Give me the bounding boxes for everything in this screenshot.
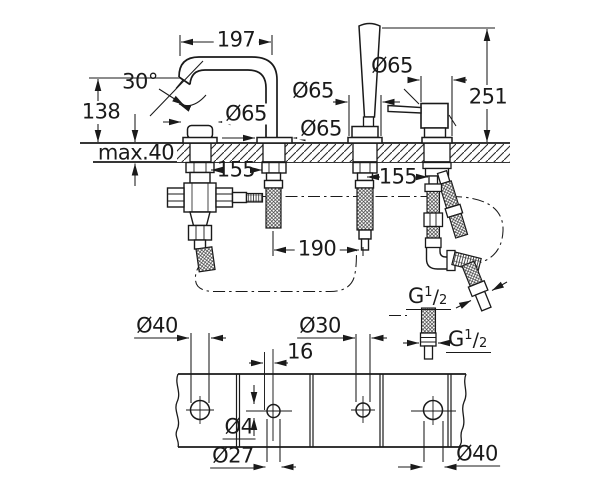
- dim-hole-b: Ø27: [210, 443, 256, 469]
- dim-spout-angle: 30°: [122, 69, 158, 94]
- dim-shower-escutcheon: Ø65: [292, 78, 334, 103]
- hand-shower: [347, 22, 383, 144]
- dim-hole-c: Ø30: [297, 313, 343, 339]
- dim-pilot-offset: 16: [287, 339, 313, 364]
- spout-supply-hose: [261, 161, 287, 229]
- thread-denominator: 2: [478, 336, 488, 351]
- diverter-valve-assembly: [166, 161, 264, 273]
- dim-spout-height: 138: [81, 99, 121, 124]
- deck-plan-strip: [175, 373, 467, 448]
- plan-dimensions: [176, 333, 457, 471]
- dim-hole-d: Ø40: [454, 441, 500, 467]
- dim-pilot-hole: Ø4: [222, 414, 256, 440]
- spout-escutcheon: [256, 136, 293, 144]
- dim-spout-reach: 197: [213, 29, 259, 51]
- plan-holes: [186, 396, 456, 425]
- spout-outline: [149, 56, 278, 138]
- dim-spout-escutcheon: Ø65: [297, 118, 345, 140]
- dim-deck-thickness: max.40: [97, 140, 175, 165]
- mixer-body: [387, 88, 457, 144]
- spout-angle-annotation: [158, 88, 207, 112]
- dim-spacing-middle: 190: [294, 238, 340, 260]
- thread-slash: /: [472, 329, 479, 351]
- thread-denominator: 2: [438, 293, 448, 308]
- dim-hole-a: Ø40: [134, 313, 180, 339]
- dim-valve-escutcheon: Ø65: [222, 103, 270, 125]
- thread-label-hose: G1/2: [406, 284, 452, 310]
- handshower-hose: [352, 161, 378, 251]
- dim-shower-height: 251: [465, 86, 511, 108]
- dim-spacing-right: 155: [378, 164, 418, 189]
- thread-slash: /: [432, 286, 439, 308]
- mixer-supply-hoses: [419, 161, 492, 360]
- thread-letter: G: [448, 327, 465, 351]
- dim-spacing-left: 155: [216, 157, 256, 182]
- dim-mixer-escutcheon: Ø65: [371, 53, 413, 78]
- thread-label-connector: G1/2: [446, 327, 492, 353]
- thread-numerator: 1: [464, 328, 473, 343]
- thread-numerator: 1: [424, 285, 433, 300]
- volume-control-handle: [182, 124, 218, 144]
- thread-letter: G: [408, 284, 425, 308]
